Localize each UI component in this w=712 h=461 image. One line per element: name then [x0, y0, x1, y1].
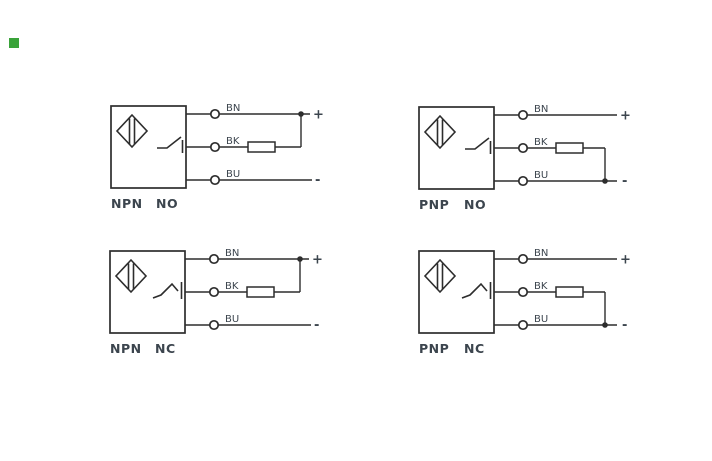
diagram-title-type: PNP: [419, 341, 449, 356]
diagram-title-type: NPN: [110, 341, 142, 356]
terminal-minus: -: [315, 173, 320, 188]
wire-label-bk: BK: [226, 136, 240, 147]
wiring-diagram-npn-nc: BN BK BU + - NPN NC: [109, 248, 323, 356]
switch-no-icon: [157, 136, 184, 153]
wire-label-bn: BN: [534, 104, 548, 115]
sensor-body: [109, 250, 186, 334]
wire-label-bk: BK: [225, 281, 239, 292]
wiring-diagram-pnp-nc: BN BK BU + - PNP NC: [418, 248, 631, 356]
switch-nc-icon: [461, 282, 492, 299]
junction-dot: [602, 322, 608, 328]
junction-dot: [298, 111, 304, 117]
green-square-marker: [9, 38, 19, 48]
junction-dot: [297, 256, 303, 262]
proximity-sensor-icon: [423, 114, 457, 150]
terminal-circle-bu: [209, 174, 221, 186]
terminal-circle-bn: [208, 253, 220, 265]
junction-dot: [602, 178, 608, 184]
wire-label-bk: BK: [534, 137, 548, 148]
terminal-minus: -: [314, 318, 319, 333]
diagram-title-contact: NC: [155, 341, 176, 356]
terminal-circle-bk: [208, 286, 220, 298]
terminal-circle-bu: [208, 319, 220, 331]
terminal-minus: -: [622, 318, 627, 333]
diagram-title-contact: NO: [156, 196, 178, 211]
wire-label-bu: BU: [534, 170, 548, 181]
proximity-sensor-icon: [114, 258, 148, 294]
terminal-plus: +: [313, 108, 324, 123]
wire-label-bu: BU: [534, 314, 548, 325]
wire-bk: [494, 291, 606, 325]
sensor-body: [418, 106, 495, 190]
terminal-plus: +: [620, 109, 631, 124]
sensor-body: [110, 105, 187, 189]
sensor-body: [418, 250, 495, 334]
load-resistor: [555, 142, 584, 154]
terminal-circle-bn: [209, 108, 221, 120]
terminal-circle-bu: [517, 175, 529, 187]
proximity-sensor-icon: [423, 258, 457, 294]
terminal-circle-bn: [517, 253, 529, 265]
terminal-circle-bu: [517, 319, 529, 331]
diagram-title-contact: NO: [464, 197, 486, 212]
terminal-minus: -: [622, 174, 627, 189]
terminal-circle-bn: [517, 109, 529, 121]
switch-no-icon: [465, 137, 492, 154]
diagram-title-contact: NC: [464, 341, 485, 356]
terminal-circle-bk: [517, 142, 529, 154]
wire-label-bk: BK: [534, 281, 548, 292]
wire-label-bu: BU: [225, 314, 239, 325]
load-resistor: [246, 286, 275, 298]
wire-bk: [186, 114, 302, 148]
terminal-plus: +: [620, 253, 631, 268]
load-resistor: [555, 286, 584, 298]
wiring-diagram-npn-no: BN BK BU + - NPN NO: [110, 103, 324, 211]
wire-bk: [185, 259, 301, 293]
terminal-plus: +: [312, 253, 323, 268]
proximity-sensor-icon: [115, 113, 149, 149]
terminal-circle-bk: [517, 286, 529, 298]
wire-label-bn: BN: [225, 248, 239, 259]
diagram-title-type: PNP: [419, 197, 449, 212]
switch-nc-icon: [152, 282, 183, 299]
diagram-title-type: NPN: [111, 196, 143, 211]
wire-label-bn: BN: [534, 248, 548, 259]
wire-bk: [494, 147, 606, 181]
load-resistor: [247, 141, 276, 153]
terminal-circle-bk: [209, 141, 221, 153]
wire-label-bu: BU: [226, 169, 240, 180]
wiring-diagram-pnp-no: BN BK BU + - PNP NO: [418, 104, 631, 212]
wire-label-bn: BN: [226, 103, 240, 114]
